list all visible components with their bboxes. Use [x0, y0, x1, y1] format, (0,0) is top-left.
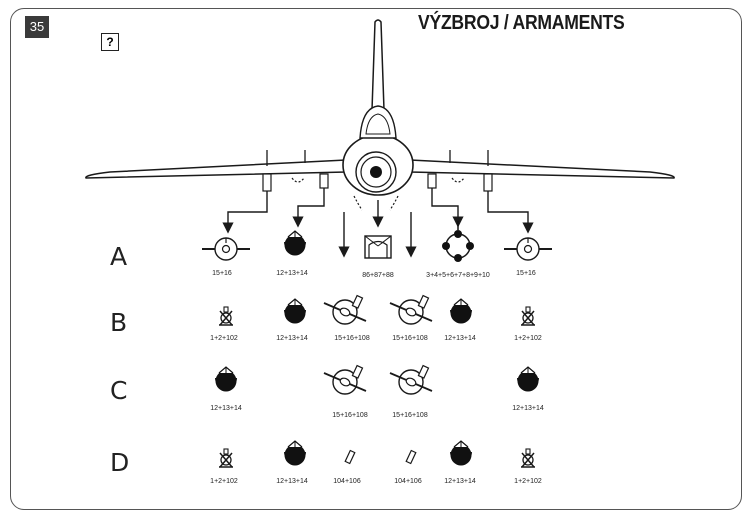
bomb-icon: [516, 366, 540, 393]
launch-rail-icon: [218, 306, 234, 326]
row-label-b: B: [110, 308, 128, 337]
rocket-pod-icon: [389, 364, 433, 395]
part-code: 12+13+14: [276, 270, 308, 277]
row-c-stores: [214, 364, 540, 395]
part-code: 15+16+108: [332, 412, 368, 419]
launch-rail-icon: [218, 448, 234, 468]
part-code: 12+13+14: [444, 478, 476, 485]
leader-arrows: [222, 188, 534, 258]
part-code: 15+16: [516, 270, 536, 277]
row-label-a: A: [110, 242, 128, 271]
rocket-pod-icon: [389, 294, 433, 325]
part-code: 12+13+14: [276, 478, 308, 485]
drop-tank-icon: [201, 237, 251, 261]
aircraft-front-view: [85, 19, 675, 211]
row-b-stores: [218, 294, 536, 326]
part-code: 3+4+5+6+7+8+9+10: [426, 272, 490, 279]
part-code: 86+87+88: [362, 272, 394, 279]
part-code: 1+2+102: [210, 478, 238, 485]
part-code: 12+13+14: [512, 405, 544, 412]
bomb-icon: [283, 230, 307, 257]
bomb-icon: [283, 298, 307, 325]
part-code: 15+16+108: [392, 412, 428, 419]
help-icon: ?: [101, 33, 119, 51]
page-frame: [10, 8, 742, 510]
rocket-pod-icon: [323, 364, 367, 395]
row-label-d: D: [110, 448, 130, 477]
part-code: 15+16: [212, 270, 232, 277]
launch-rail-icon: [520, 306, 536, 326]
row-d-stores: [218, 440, 536, 468]
part-code: 1+2+102: [210, 335, 238, 342]
part-code: 15+16+108: [392, 335, 428, 342]
cannon-pod-icon: [441, 220, 475, 263]
bomb-icon: [283, 440, 307, 467]
part-code: 12+13+14: [276, 335, 308, 342]
drop-tank-icon: [503, 237, 553, 261]
rocket-icon: [405, 449, 417, 465]
part-code: 12+13+14: [444, 335, 476, 342]
page-number: 35: [25, 16, 49, 38]
part-code: 12+13+14: [210, 405, 242, 412]
part-code: 1+2+102: [514, 335, 542, 342]
bomb-icon: [449, 298, 473, 325]
row-label-c: C: [110, 376, 128, 405]
launch-rail-icon: [520, 448, 536, 468]
rocket-pod-icon: [323, 294, 367, 325]
rocket-icon: [344, 449, 356, 465]
bomb-cluster-icon: [364, 235, 392, 259]
bomb-icon: [449, 440, 473, 467]
part-code: 15+16+108: [334, 335, 370, 342]
row-a-stores: [201, 220, 553, 263]
part-code: 104+106: [333, 478, 361, 485]
part-code: 104+106: [394, 478, 422, 485]
bomb-icon: [214, 366, 238, 393]
part-code: 1+2+102: [514, 478, 542, 485]
page-title: VÝZBROJ / ARMAMENTS: [418, 12, 625, 34]
